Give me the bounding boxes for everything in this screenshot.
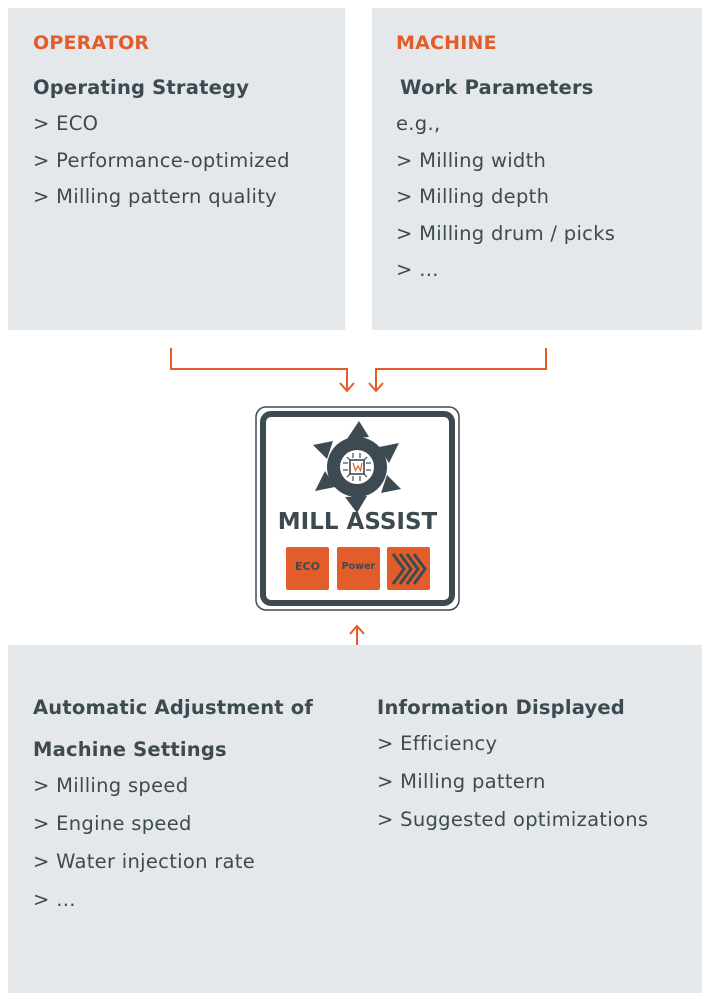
adjustment-item: > Water injection rate <box>33 850 256 873</box>
eco-button-label: ECO <box>295 560 320 573</box>
operator-heading: Operating Strategy <box>33 76 250 99</box>
operator-category: OPERATOR <box>33 32 150 54</box>
machine-category: MACHINE <box>396 32 497 54</box>
output-panel: Automatic Adjustment of Machine Settings… <box>8 645 702 993</box>
milling-pattern-icon <box>391 553 427 585</box>
adjustment-item: > … <box>33 888 76 911</box>
operator-to-logo-arrow <box>170 348 355 393</box>
machine-item: > Milling depth <box>396 185 550 208</box>
adjustment-item: > Engine speed <box>33 812 192 835</box>
milling-drum-icon <box>313 421 401 513</box>
machine-item: e.g., <box>396 112 441 135</box>
information-column: Information Displayed > Efficiency > Mil… <box>377 690 648 846</box>
machine-item: > Milling drum / picks <box>396 221 616 245</box>
power-mode-button <box>337 547 380 590</box>
mill-assist-logo <box>255 406 460 611</box>
adjustment-item: > Milling speed <box>33 774 189 797</box>
information-item: > Milling pattern <box>377 770 546 793</box>
adjustment-heading-line2: Machine Settings <box>33 738 227 761</box>
information-item: > Efficiency <box>377 732 498 755</box>
adjustment-column: Automatic Adjustment of Machine Settings… <box>33 690 313 926</box>
information-heading: Information Displayed <box>377 696 625 719</box>
adjustment-heading-line1: Automatic Adjustment of <box>33 696 314 719</box>
operator-item: > ECO <box>33 112 99 135</box>
operator-item: > Performance-optimized <box>33 148 290 172</box>
operator-item: > Milling pattern quality <box>33 185 278 208</box>
machine-panel: MACHINE Work Parameters e.g., > Milling … <box>372 8 702 330</box>
machine-to-logo-arrow <box>368 348 547 393</box>
power-button-label: Power <box>341 561 376 572</box>
machine-item: > Milling width <box>396 148 547 172</box>
information-item: > Suggested optimizations <box>377 808 649 831</box>
eco-mode-button <box>286 547 329 590</box>
machine-item: > … <box>396 258 439 281</box>
machine-heading: Work Parameters <box>400 76 594 99</box>
logo-title: MILL ASSIST <box>277 509 438 535</box>
operator-panel: OPERATOR Operating Strategy > ECO > Perf… <box>8 8 345 330</box>
